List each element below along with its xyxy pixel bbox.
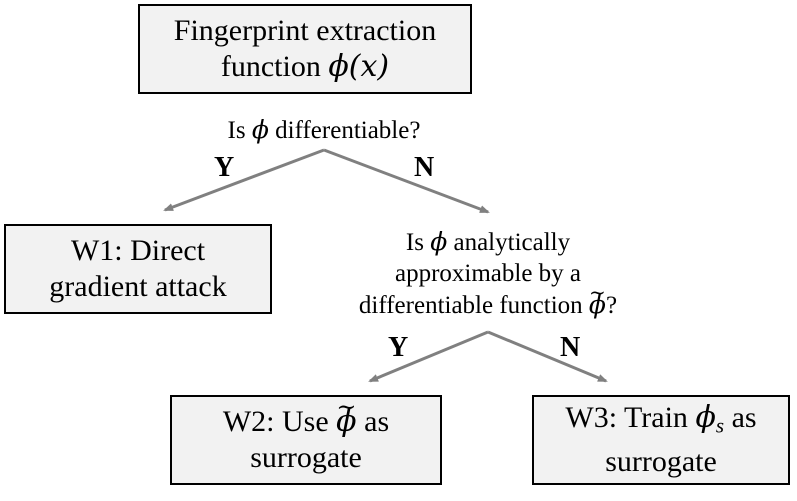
q1-post: differentiable?: [268, 117, 421, 144]
w2-line1-pre: W2: Use: [222, 405, 337, 438]
w2-line1: W2: Use ϕ as: [223, 404, 389, 440]
q1-phi: ϕ: [251, 115, 269, 144]
edge-q2-no: [487, 330, 608, 383]
q2-line1-phi: ϕ: [430, 227, 448, 256]
w3-line1-post: as: [724, 401, 757, 435]
w2-line2: surrogate: [250, 441, 362, 474]
w1-node: W1: Direct gradient attack: [4, 224, 272, 314]
root-node: Fingerprint extraction function ϕ(x): [138, 4, 472, 94]
q2-line3-post: ?: [605, 292, 618, 319]
question-differentiable: Is ϕ differentiable?: [174, 114, 474, 146]
label-no-2: N: [560, 332, 581, 363]
w3-phi-subscript: s: [715, 413, 725, 438]
w3-phi: ϕ: [695, 400, 716, 436]
q2-line3-phi-tilde: ϕ: [589, 289, 606, 320]
q1-pre: Is: [227, 117, 252, 144]
w3-line2: surrogate: [605, 444, 717, 478]
root-line2: function ϕ(x): [221, 49, 389, 85]
w3-line1: W3: Train ϕs as: [565, 400, 756, 443]
w3-node: W3: Train ϕs as surrogate: [532, 395, 790, 485]
question-approximable: Is ϕ analytically approximable by a diff…: [318, 226, 658, 321]
w2-node: W2: Use ϕ as surrogate: [170, 395, 442, 485]
q2-line1-post: analytically: [447, 229, 571, 256]
w2-line1-post: as: [356, 405, 390, 438]
w1-line1: W1: Direct: [70, 234, 206, 267]
root-line1: Fingerprint extraction: [173, 14, 437, 47]
label-yes-1: Y: [214, 152, 235, 183]
root-math: ϕ(x): [328, 49, 390, 84]
label-yes-2: Y: [388, 332, 409, 363]
edge-q1-no: [323, 148, 490, 214]
q2-line3-text: differentiable function: [358, 292, 589, 319]
q2-line3: differentiable function ϕ?: [318, 289, 658, 321]
w2-phi-tilde: ϕ: [336, 404, 356, 440]
root-line2-text: function: [220, 50, 329, 83]
edge-q1-yes: [163, 148, 325, 212]
q2-line1-pre: Is: [405, 229, 431, 256]
label-no-1: N: [414, 152, 435, 183]
w3-line1-pre: W3: Train: [565, 401, 696, 435]
w1-line2: gradient attack: [49, 270, 227, 303]
q2-line1: Is ϕ analytically: [318, 226, 658, 258]
edge-q2-yes: [368, 330, 489, 383]
q2-line2: approximable by a: [394, 260, 582, 287]
